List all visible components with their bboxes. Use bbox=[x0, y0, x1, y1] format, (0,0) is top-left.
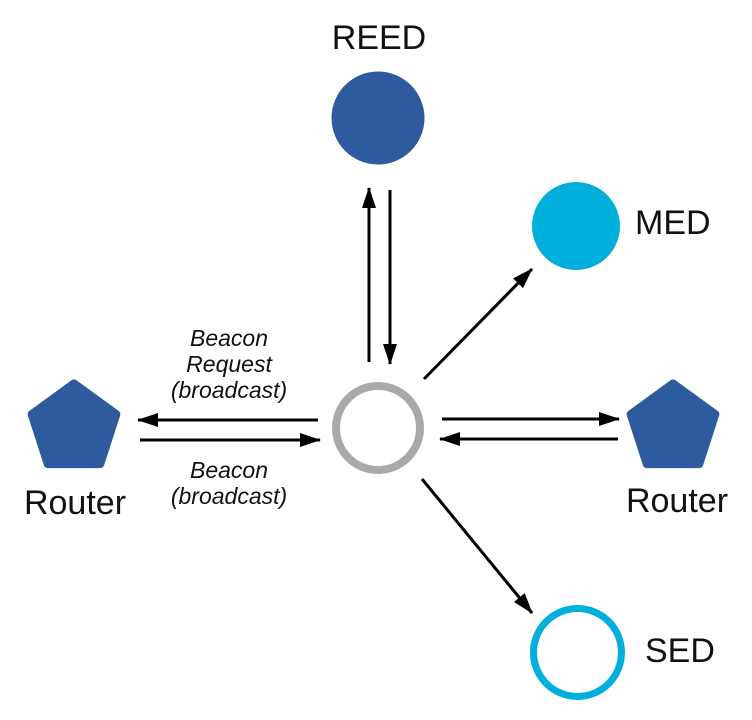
label-beacon-request: Beacon Request (broadcast) bbox=[171, 325, 287, 403]
node-router-right bbox=[626, 379, 720, 469]
edge-group bbox=[137, 187, 620, 614]
node-sed bbox=[530, 605, 625, 700]
edge-joiner-to-sed bbox=[420, 478, 534, 614]
label-sed: SED bbox=[645, 632, 715, 670]
edge-joiner-to-med bbox=[422, 267, 534, 381]
label-router-left: Router bbox=[23, 484, 127, 522]
label-beacon-line2: (broadcast) bbox=[170, 483, 288, 509]
label-beacon-request-line1: Beacon bbox=[189, 325, 269, 351]
label-med: MED bbox=[635, 204, 711, 242]
label-beacon-line1: Beacon bbox=[189, 457, 269, 483]
node-med bbox=[532, 182, 620, 270]
label-router-right: Router bbox=[625, 482, 729, 520]
label-reed: REED bbox=[331, 19, 427, 57]
label-beacon-request-line2: Request bbox=[186, 351, 272, 377]
node-joiner bbox=[332, 382, 424, 474]
node-reed bbox=[331, 71, 425, 165]
node-router-left bbox=[27, 379, 121, 469]
label-beacon-request-line3: (broadcast) bbox=[170, 377, 288, 403]
label-beacon: Beacon (broadcast) bbox=[171, 457, 287, 509]
